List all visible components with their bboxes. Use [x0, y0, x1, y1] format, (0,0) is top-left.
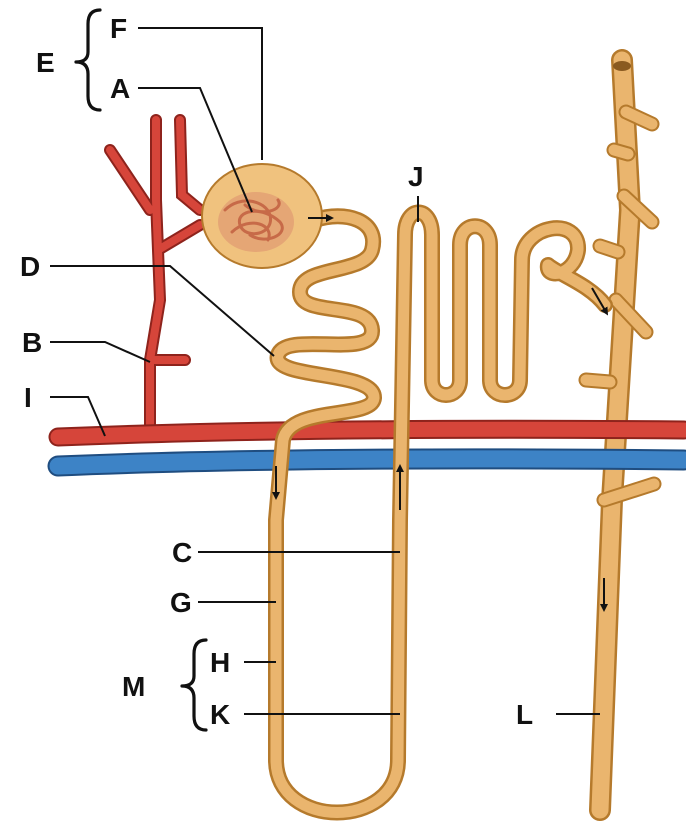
label-h: H	[210, 647, 230, 678]
brace-e	[74, 8, 102, 112]
label-g: G	[170, 587, 192, 618]
flow-arrows	[272, 214, 609, 612]
label-m: M	[122, 671, 145, 702]
label-f: F	[110, 13, 127, 44]
label-j: J	[408, 161, 424, 192]
brace-m	[180, 638, 208, 732]
label-i: I	[24, 382, 32, 413]
label-e: E	[36, 47, 55, 78]
leader-lines	[50, 27, 600, 715]
collecting-duct	[578, 49, 662, 821]
label-c: C	[172, 537, 192, 568]
label-l: L	[516, 699, 533, 730]
flow-arrow-icon	[591, 287, 609, 316]
glomerulus	[223, 198, 284, 242]
renal-tubule	[268, 204, 613, 821]
label-d: D	[20, 251, 40, 282]
afferent-arteriole	[104, 114, 206, 436]
interlobular-vein	[47, 448, 686, 477]
interlobular-artery	[48, 419, 686, 447]
label-a: A	[110, 73, 130, 104]
labels: F A E J D B I C G H M K L	[20, 13, 533, 730]
label-b: B	[22, 327, 42, 358]
glomerular-capsule	[201, 163, 323, 269]
label-k: K	[210, 699, 230, 730]
